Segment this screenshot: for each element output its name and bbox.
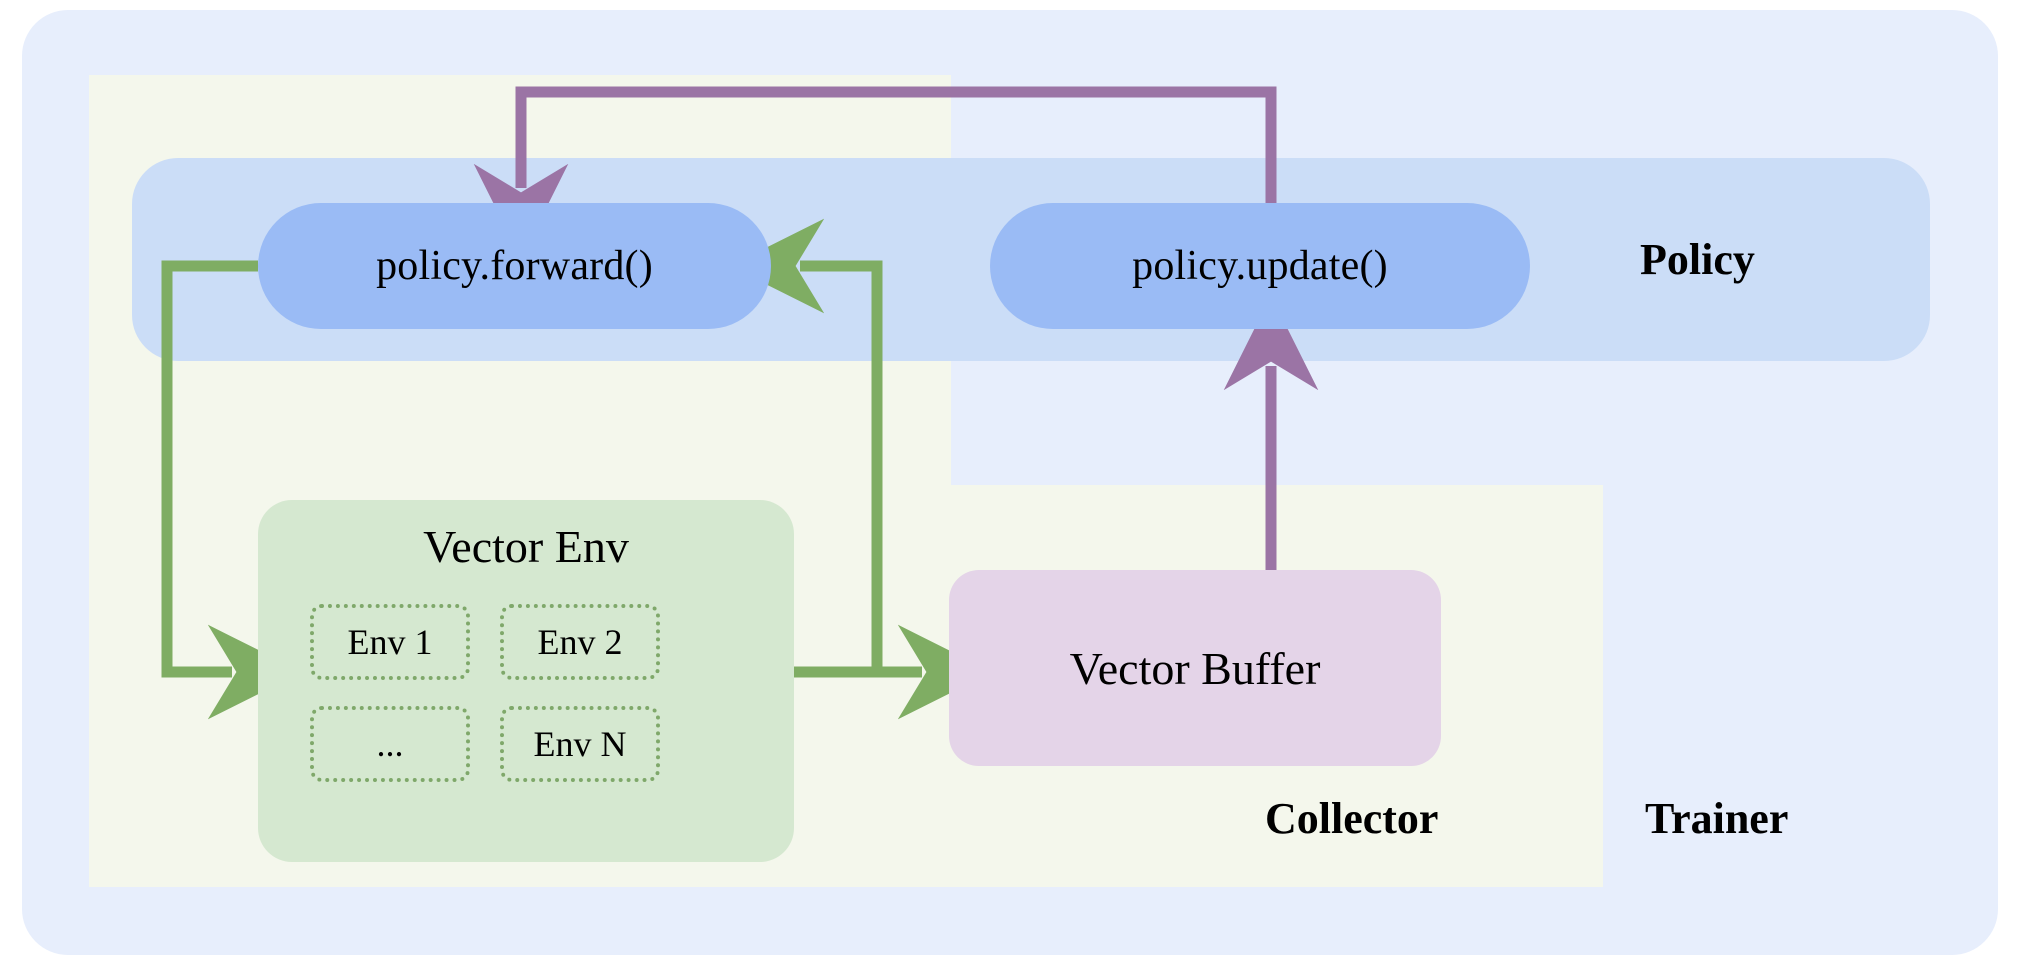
env-cell[interactable]: Env 1 bbox=[310, 604, 470, 680]
env-cell[interactable]: ... bbox=[310, 706, 470, 782]
trainer-container-label: Trainer bbox=[1645, 794, 1789, 843]
policy-container-label: Policy bbox=[1640, 235, 1755, 284]
env-grid: Env 1 Env 2 ... Env N bbox=[310, 604, 746, 782]
env-cell[interactable]: Env 2 bbox=[500, 604, 660, 680]
env-cell[interactable]: Env N bbox=[500, 706, 660, 782]
vector-env-title: Vector Env bbox=[423, 521, 629, 572]
node-policy-update[interactable]: policy.update() bbox=[990, 203, 1530, 329]
node-vector-env[interactable]: Vector Env Env 1 Env 2 ... Env N bbox=[258, 500, 794, 862]
node-vector-buffer[interactable]: Vector Buffer bbox=[949, 570, 1441, 766]
collector-container-label: Collector bbox=[1265, 794, 1439, 843]
node-policy-forward[interactable]: policy.forward() bbox=[258, 203, 771, 329]
